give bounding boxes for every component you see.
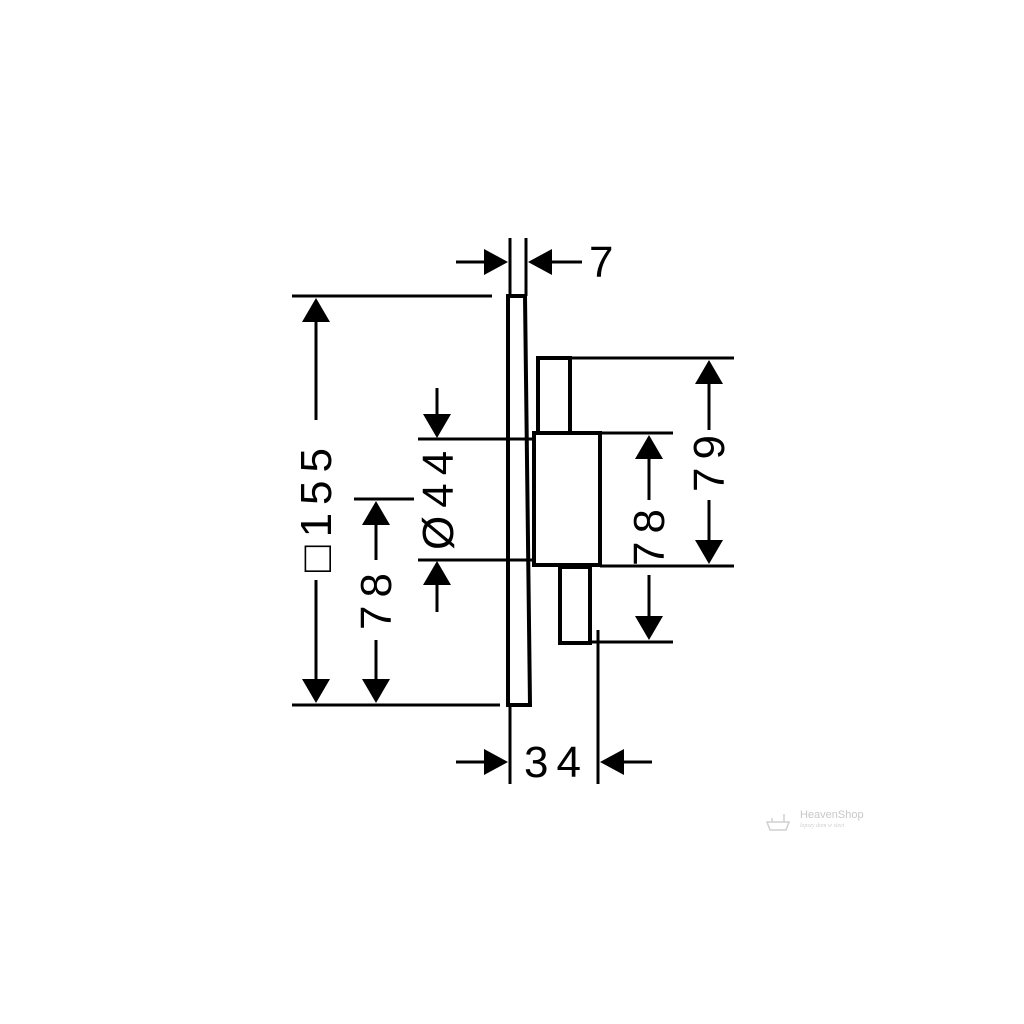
dim-right-upper: 79 (571, 356, 734, 568)
dim-total-depth: 34 (456, 630, 652, 787)
arrowhead (528, 249, 552, 275)
watermark: HeavenShop lepszy dom w sieci (765, 809, 864, 831)
main-body (532, 431, 602, 567)
dim-left-half: 78 (352, 497, 414, 703)
bathtub-logo-icon (765, 814, 791, 831)
dim-label-7: 7 (589, 238, 621, 287)
dim-label-34: 34 (524, 738, 589, 787)
dim-diameter: Ø44 (414, 388, 534, 612)
arrowhead (695, 360, 723, 384)
arrowhead (635, 616, 663, 640)
arrowhead (600, 749, 624, 775)
arrowhead (423, 561, 451, 585)
arrowhead (484, 749, 508, 775)
arrowhead (302, 298, 330, 322)
arrowhead (362, 679, 390, 703)
arrowhead (635, 435, 663, 459)
arrowhead (302, 679, 330, 703)
dim-label-44: Ø44 (414, 443, 463, 550)
arrowhead (484, 249, 508, 275)
product-outline (506, 294, 602, 707)
upper-knob (536, 356, 572, 436)
dim-plate-thickness: 7 (456, 238, 621, 296)
dim-plate-square: □155 (292, 294, 500, 707)
dim-label-79: 79 (685, 427, 734, 492)
dim-right-inner: 78 (590, 431, 674, 644)
dim-label-78-right: 78 (625, 501, 674, 566)
dim-label-78-left: 78 (352, 565, 401, 630)
cover-plate (506, 294, 533, 707)
arrowhead (423, 414, 451, 438)
arrowhead (695, 540, 723, 564)
arrowhead (362, 501, 390, 525)
watermark-tagline: lepszy dom w sieci (800, 823, 845, 829)
lower-knob (558, 565, 592, 645)
watermark-name: HeavenShop (800, 809, 864, 821)
dim-label-155: □155 (292, 440, 341, 572)
